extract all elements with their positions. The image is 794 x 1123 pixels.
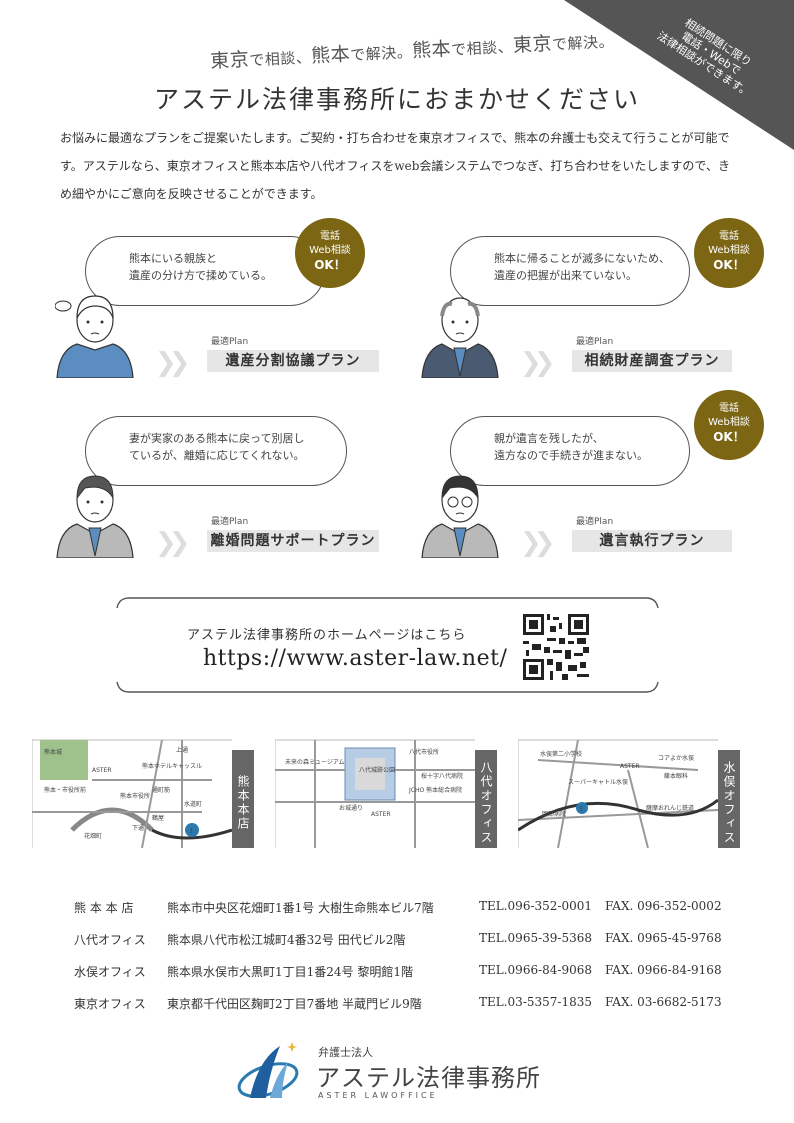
chevron-right-icon: ❯❯ [155, 348, 190, 378]
woman-icon [55, 295, 134, 378]
tagline: 東京で相談、熊本で解決。熊本で相談、東京で解決。 [209, 32, 615, 73]
speech-bubble [450, 416, 690, 486]
best-plan-label: 最適Plan [211, 517, 249, 527]
svg-text:熊本市役所: 熊本市役所 [120, 792, 150, 800]
best-plan-label: 最適Plan [576, 337, 614, 347]
qr-code-icon[interactable] [523, 614, 589, 680]
homepage-box: アステル法律事務所のホームページはこちら https://www.aster-l… [115, 594, 660, 696]
speech-bubble [85, 416, 347, 486]
man-icon [56, 475, 134, 558]
aster-logo-icon [237, 1042, 299, 1098]
case-text: 熊本に帰ることが滅多にないため、 遺産の把握が出来ていない。 [494, 252, 670, 282]
svg-text:熊本ホテルキャッスル: 熊本ホテルキャッスル [142, 762, 202, 770]
svg-text:八代市役所: 八代市役所 [409, 748, 439, 756]
chevron-right-icon: ❯❯ [520, 348, 555, 378]
homepage-label: アステル法律事務所のホームページはこちら [187, 628, 467, 643]
intro-text: お悩みに最適なプランをご提案いたします。ご契約・打ち合わせを東京オフィスで、熊本… [60, 131, 730, 201]
svg-text:通町筋: 通町筋 [152, 786, 170, 794]
glasses-man-icon [421, 475, 499, 558]
plan-name: 遺言執行プラン [572, 530, 732, 552]
best-plan-label: 最適Plan [211, 337, 249, 347]
map-label: 水俣オフィス [718, 750, 740, 848]
svg-text:上通: 上通 [176, 746, 188, 754]
plan-name: 離婚問題サポートプラン [207, 530, 379, 552]
map-minamata[interactable]: 3 水俣第二小学校 コアよか水俣 ASTER スーパーキャトル水俣 藤本眼科 岡… [518, 720, 740, 848]
svg-text:熊本・市役所前: 熊本・市役所前 [44, 786, 86, 794]
elderly-man-icon [421, 297, 499, 378]
firm-logo: 弁護士法人 アステル法律事務所 ASTER LAWOFFICE [236, 1040, 566, 1106]
kumamoto-map: 3 熊本城 ASTER 熊本ホテルキャッスル 熊本市役所 通町筋 熊本・市役所前… [32, 739, 232, 848]
svg-text:薩摩おれんじ鉄道: 薩摩おれんじ鉄道 [646, 804, 694, 812]
web-consult-badge: 電話 Web相談 OK！ [295, 218, 365, 288]
svg-text:藤本眼科: 藤本眼科 [664, 772, 688, 780]
best-plan-label: 最適Plan [576, 517, 614, 527]
map-kumamoto[interactable]: 3 熊本城 ASTER 熊本ホテルキャッスル 熊本市役所 通町筋 熊本・市役所前… [32, 720, 254, 848]
svg-text:スーパーキャトル水俣: スーパーキャトル水俣 [568, 778, 628, 786]
svg-text:お城通り: お城通り [339, 804, 363, 812]
speech-bubble [450, 236, 690, 306]
case-text: 妻が実家のある熊本に戻って別居し ているが、離婚に応じてくれない。 [129, 432, 305, 462]
homepage-link[interactable]: https://www.aster-law.net/ [203, 646, 508, 671]
svg-text:桜十字八代病院: 桜十字八代病院 [421, 772, 463, 780]
svg-text:コアよか水俣: コアよか水俣 [658, 754, 694, 762]
svg-text:ASTER: ASTER [620, 763, 640, 770]
chevron-right-icon: ❯❯ [155, 528, 190, 558]
minamata-map: 3 水俣第二小学校 コアよか水俣 ASTER スーパーキャトル水俣 藤本眼科 岡… [518, 739, 718, 848]
svg-text:3: 3 [189, 828, 193, 835]
svg-text:八代城跡公園: 八代城跡公園 [359, 766, 395, 774]
corner-ribbon [564, 0, 794, 150]
svg-text:鶴屋: 鶴屋 [152, 814, 164, 822]
map-label: 八代オフィス [475, 750, 497, 848]
svg-text:水道町: 水道町 [184, 800, 202, 808]
svg-text:花畑町: 花畑町 [84, 832, 102, 840]
svg-text:未来の森ミュージアム: 未来の森ミュージアム [285, 758, 344, 766]
case-card: 妻が実家のある熊本に戻って別居し ているが、離婚に応じてくれない。 ❯❯ 最適P… [55, 398, 395, 558]
homepage-frame [116, 597, 659, 693]
case-card: 熊本に帰ることが滅多にないため、 遺産の把握が出来ていない。 電話 Web相談 … [420, 218, 764, 378]
chevron-right-icon: ❯❯ [520, 528, 555, 558]
map-label: 熊本本店 [232, 750, 254, 848]
svg-text:水俣第二小学校: 水俣第二小学校 [540, 750, 582, 758]
svg-text:ASTER: ASTER [92, 767, 112, 774]
headline: アステル法律事務所におまかせください [153, 85, 640, 114]
case-card: 親が遺言を残したが、 遠方なので手続きが進まない。 電話 Web相談 OK！ ❯… [420, 390, 764, 558]
yatsushiro-map: 未来の森ミュージアム 八代市役所 八代城跡公園 桜十字八代病院 JCHO 熊本総… [275, 739, 475, 848]
svg-text:3: 3 [579, 806, 583, 813]
case-text: 熊本にいる親族と 遺産の分け方で揉めている。 [129, 252, 272, 282]
case-text: 親が遺言を残したが、 遠方なので手続きが進まない。 [494, 432, 648, 462]
svg-text:岡部病院: 岡部病院 [542, 810, 566, 818]
web-consult-badge: 電話 Web相談 OK！ [694, 390, 764, 460]
map-yatsushiro[interactable]: 未来の森ミュージアム 八代市役所 八代城跡公園 桜十字八代病院 JCHO 熊本総… [275, 720, 497, 848]
svg-text:下通: 下通 [132, 824, 144, 832]
svg-text:ASTER: ASTER [371, 811, 391, 818]
case-card: 熊本にいる親族と 遺産の分け方で揉めている。 電話 Web相談 OK！ ❯❯ 最… [55, 218, 395, 378]
svg-text:熊本城: 熊本城 [44, 748, 62, 756]
svg-text:JCHO 熊本総合病院: JCHO 熊本総合病院 [408, 786, 462, 794]
plan-name: 相続財産調査プラン [572, 350, 732, 372]
plan-name: 遺産分割協議プラン [207, 350, 379, 372]
web-consult-badge: 電話 Web相談 OK！ [694, 218, 764, 288]
